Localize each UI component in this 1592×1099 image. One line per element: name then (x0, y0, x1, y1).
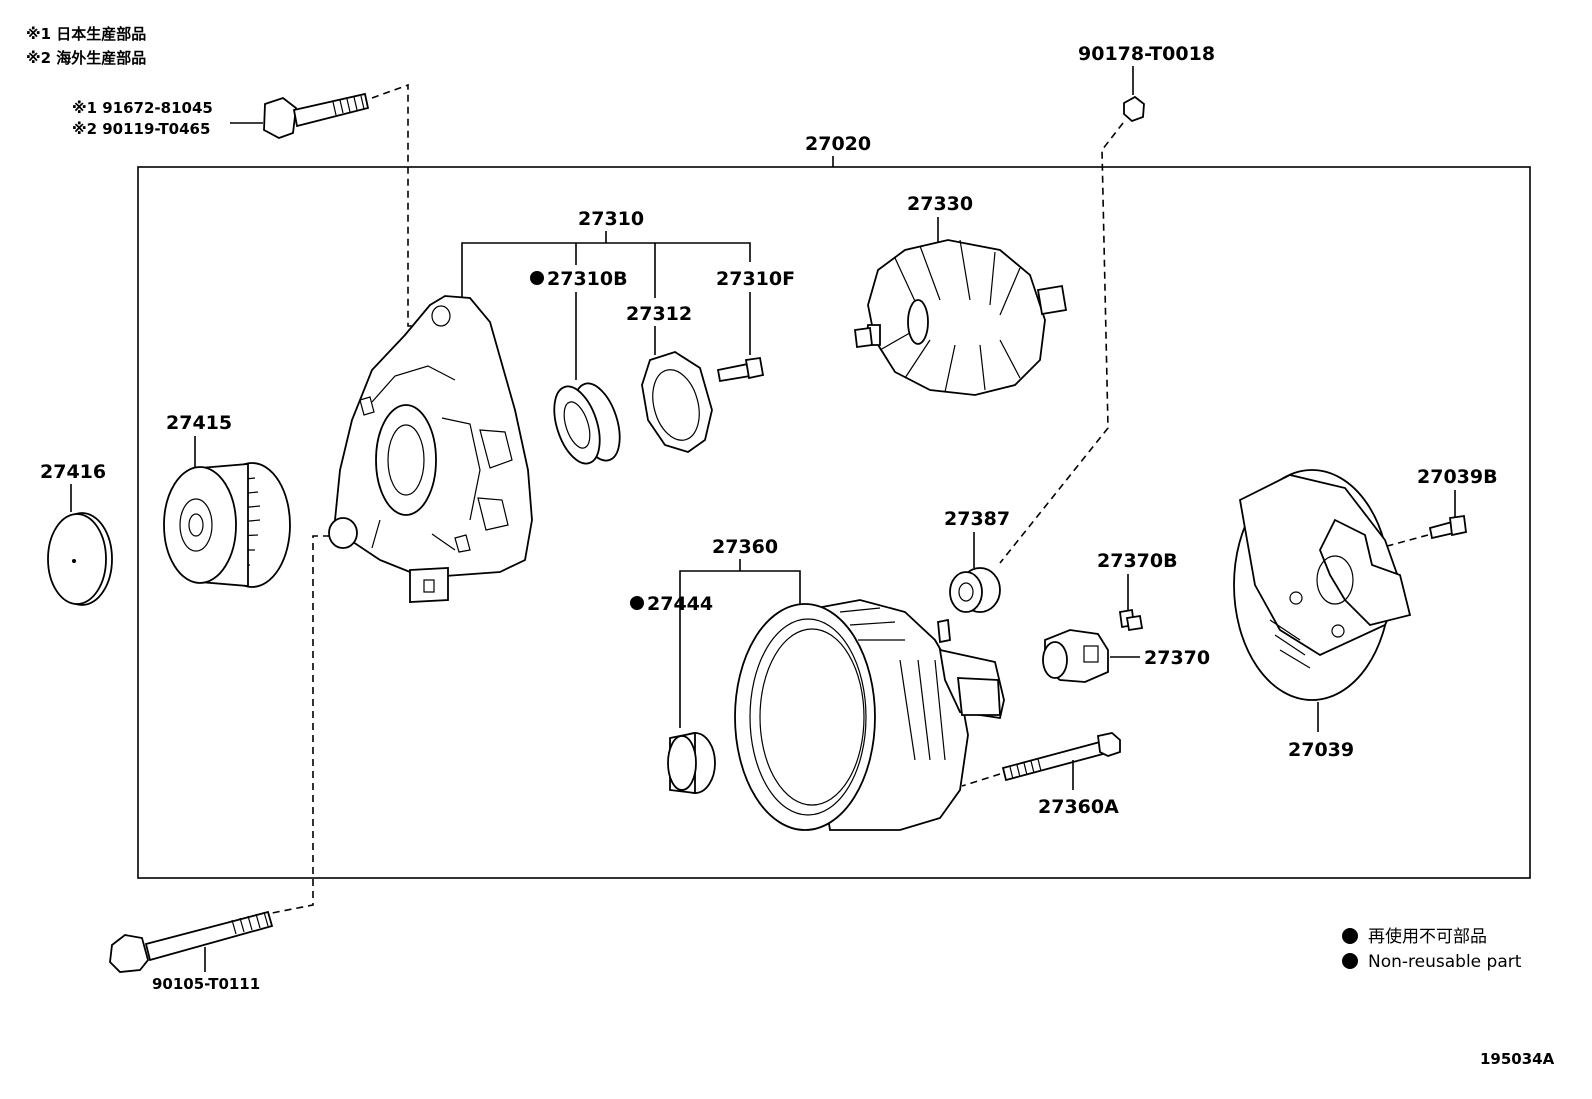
label-retainer-27312[interactable]: 27312 (626, 303, 692, 325)
label-nut-90178-T0018[interactable]: 90178-T0018 (1078, 43, 1215, 65)
label-bolt-90105-T0111[interactable]: 90105-T0111 (152, 975, 260, 993)
rear-frame-27360[interactable] (734, 599, 1005, 831)
legend-marker-jp (1342, 928, 1358, 944)
pulley-27415[interactable] (163, 462, 291, 588)
label-regulator-27370[interactable]: 27370 (1144, 647, 1210, 669)
note-japan-production: ※1 日本生産部品 (26, 25, 146, 43)
label-bearing-27310B[interactable]: 27310B (547, 268, 628, 290)
through-bolt-27360A[interactable] (1001, 732, 1121, 782)
label-cap-27416[interactable]: 27416 (40, 461, 106, 483)
diagram-code: 195034A (1480, 1050, 1555, 1068)
label-bolt-90119-T0465[interactable]: ※2 90119-T0465 (72, 120, 210, 138)
non-reusable-marker (530, 271, 544, 285)
label-screw-27039B[interactable]: 27039B (1417, 466, 1498, 488)
legend-non-reusable-en: Non-reusable part (1368, 952, 1522, 972)
screw-27039B[interactable] (1428, 514, 1467, 540)
legend-non-reusable-jp: 再使用不可部品 (1368, 926, 1487, 947)
rotor-27330[interactable] (854, 239, 1068, 396)
note-overseas-production: ※2 海外生産部品 (26, 49, 146, 67)
nut-top[interactable] (1123, 95, 1145, 123)
label-rotor-27330[interactable]: 27330 (907, 193, 973, 215)
cap-27416[interactable] (47, 512, 113, 606)
bush-27444[interactable] (667, 731, 716, 795)
bolt-bottom-left[interactable] (109, 910, 274, 973)
drive-end-frame[interactable] (328, 295, 533, 603)
screw-27370B[interactable] (1118, 608, 1144, 632)
end-cover-27039[interactable] (1233, 469, 1412, 701)
label-frame-27310[interactable]: 27310 (578, 208, 644, 230)
bearing-27310B[interactable] (546, 378, 629, 469)
insulator-27387[interactable] (949, 567, 1001, 613)
non-reusable-marker (630, 596, 644, 610)
label-assembly-27020[interactable]: 27020 (805, 133, 871, 155)
legend-marker-en (1342, 953, 1358, 969)
assembly-outline (137, 166, 1531, 879)
label-through-bolt-27360A[interactable]: 27360A (1038, 796, 1119, 818)
regulator-27370[interactable] (1042, 629, 1109, 683)
label-bolt-91672-81045[interactable]: ※1 91672-81045 (72, 99, 213, 117)
screw-27310F[interactable] (716, 356, 765, 383)
bolt-top-left[interactable] (263, 92, 370, 139)
label-end-cover-27039[interactable]: 27039 (1288, 739, 1354, 761)
label-frame-27360[interactable]: 27360 (712, 536, 778, 558)
label-pulley-27415[interactable]: 27415 (166, 412, 232, 434)
label-screw-27370B[interactable]: 27370B (1097, 550, 1178, 572)
label-screw-27310F[interactable]: 27310F (716, 268, 795, 290)
label-bush-27444[interactable]: 27444 (647, 593, 713, 615)
label-insulator-27387[interactable]: 27387 (944, 508, 1010, 530)
retainer-plate-27312[interactable] (641, 351, 713, 453)
